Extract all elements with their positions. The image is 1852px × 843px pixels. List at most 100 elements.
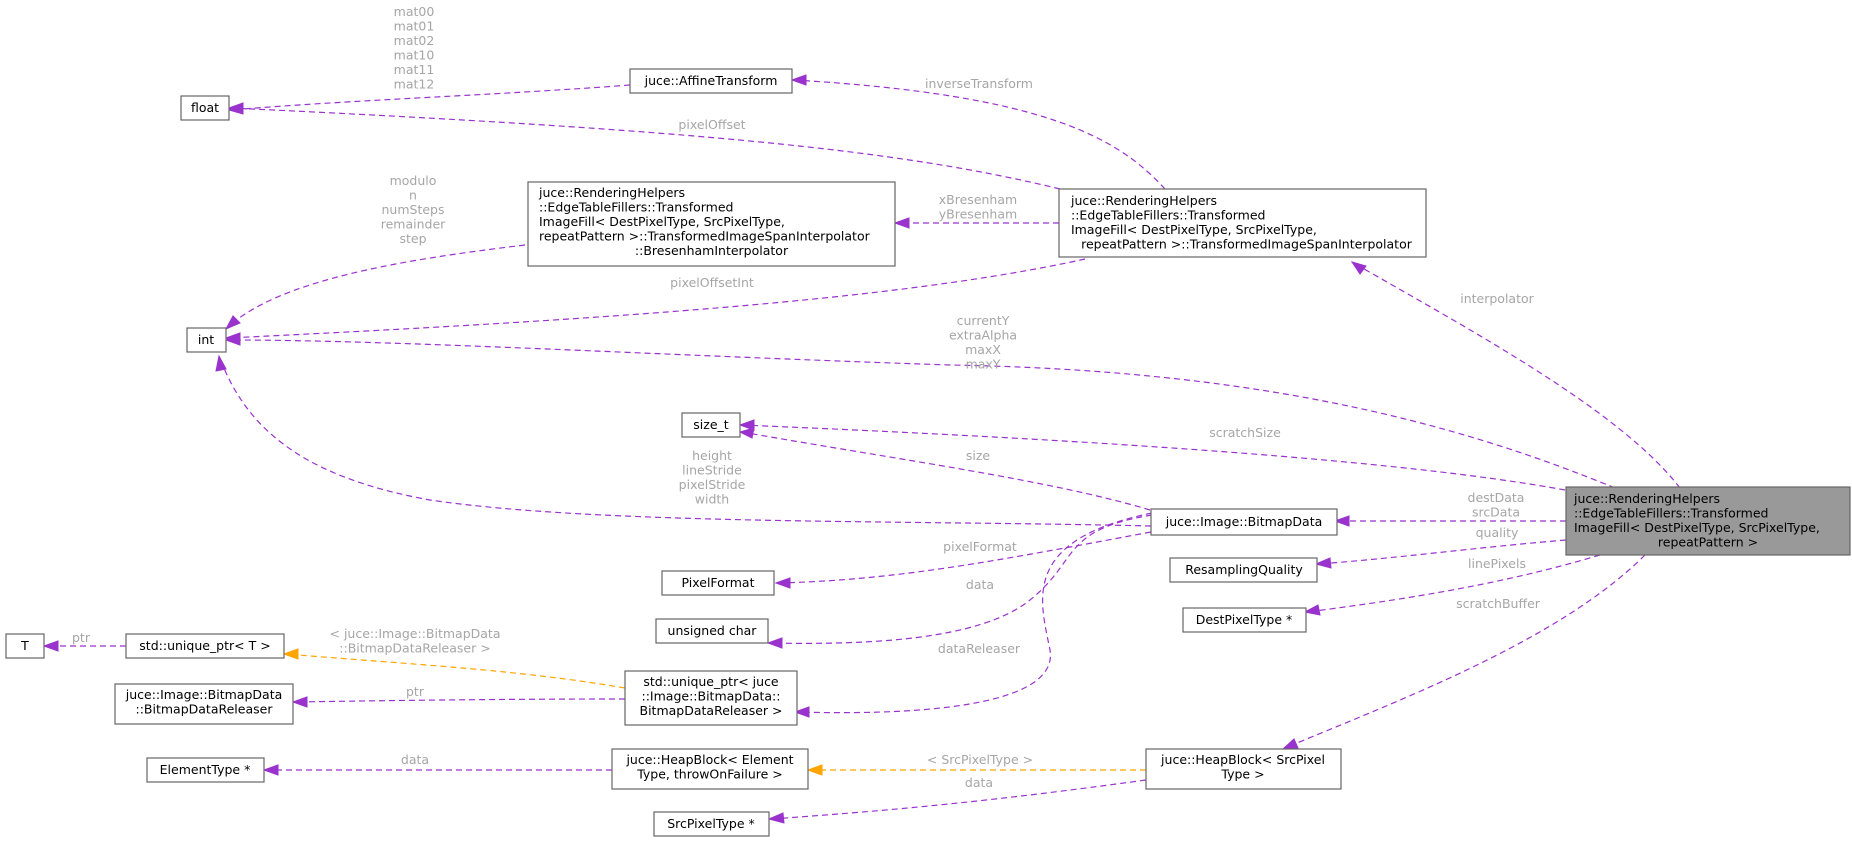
node-transformed-image-span-interpolator[interactable]: juce::RenderingHelpers::EdgeTableFillers… <box>1058 188 1427 258</box>
text-line: dataReleaser <box>938 641 1021 656</box>
text-line: data <box>401 752 429 767</box>
node-bitmap-data-releaser[interactable]: juce::Image::BitmapData::BitmapDataRelea… <box>114 683 294 725</box>
text-line: ptr <box>406 684 425 699</box>
edge-label-inverse: inverseTransform <box>925 76 1033 91</box>
text-line: mat02 <box>394 33 435 48</box>
text-line: ::EdgeTableFillers::Transformed <box>539 200 733 215</box>
edge-label-pixeloffset: pixelOffset <box>678 117 745 132</box>
text-line: < SrcPixelType > <box>927 752 1033 767</box>
node-src-pixel-type-ptr[interactable]: SrcPixelType * <box>653 811 770 837</box>
text-line: BitmapDataReleaser > <box>640 703 783 718</box>
text-line: xBresenham <box>939 192 1017 207</box>
text-line: scratchBuffer <box>1456 596 1541 611</box>
svg-text:juce::HeapBlock< SrcPixelType: juce::HeapBlock< SrcPixelType > <box>1160 752 1325 782</box>
node-affine-transform[interactable]: juce::AffineTransform <box>629 68 793 94</box>
text-line: juce::Image::BitmapData <box>1165 514 1323 529</box>
node-resampling-quality[interactable]: ResamplingQuality <box>1169 557 1318 583</box>
node-unique-ptr-releaser[interactable]: std::unique_ptr< juce::Image::BitmapData… <box>624 670 798 726</box>
text-line: quality <box>1476 525 1519 540</box>
text-line: ::EdgeTableFillers::Transformed <box>1574 506 1768 521</box>
text-line: unsigned char <box>668 623 758 638</box>
edge-pixelformat: pixelFormat <box>774 531 1152 589</box>
text-line: ::BresenhamInterpolator <box>635 243 789 258</box>
edge-label-tmpl-heap: < SrcPixelType > <box>927 752 1033 767</box>
text-line: repeatPattern >::TransformedImageSpanInt… <box>1081 237 1413 252</box>
edge-label-data-elem: data <box>401 752 429 767</box>
svg-text:std::unique_ptr< T >: std::unique_ptr< T > <box>139 638 270 653</box>
edge-label-ptr-T: ptr <box>72 630 91 645</box>
node-unsigned-char[interactable]: unsigned char <box>655 618 769 644</box>
edge-label-size: size <box>966 448 991 463</box>
svg-text:juce::Image::BitmapData::Bitma: juce::Image::BitmapData::BitmapDataRelea… <box>125 687 283 717</box>
text-line: SrcPixelType * <box>667 816 755 831</box>
edge-label-quality: quality <box>1476 525 1519 540</box>
edge-quality: quality <box>1314 525 1567 569</box>
edge-ptr-T: ptr <box>42 630 126 652</box>
node-size-t[interactable]: size_t <box>681 412 741 438</box>
edge-data-src: data <box>767 775 1147 824</box>
edge-data-uchar: data <box>766 514 1153 649</box>
text-line: ResamplingQuality <box>1185 562 1303 577</box>
text-line: destData <box>1468 490 1525 505</box>
node-element-type-ptr[interactable]: ElementType * <box>146 757 265 783</box>
text-line: lineStride <box>682 463 742 478</box>
text-line: DestPixelType * <box>1196 612 1293 627</box>
svg-text:int: int <box>198 332 214 347</box>
edge-datareleaser: dataReleaser <box>793 512 1153 718</box>
text-line: step <box>399 231 426 246</box>
svg-text:juce::AffineTransform: juce::AffineTransform <box>644 73 778 88</box>
text-line: size_t <box>693 417 728 432</box>
svg-text:juce::RenderingHelpers::EdgeTa: juce::RenderingHelpers::EdgeTableFillers… <box>538 185 871 258</box>
text-line: data <box>966 577 994 592</box>
node-int[interactable]: int <box>186 327 227 353</box>
edge-pixeloffset: pixelOffset <box>227 102 1061 190</box>
node-transformed-image-fill[interactable]: juce::RenderingHelpers::EdgeTableFillers… <box>1565 486 1851 556</box>
edge-data-elem: data <box>262 752 612 776</box>
svg-text:size_t: size_t <box>693 417 728 432</box>
svg-text:ResamplingQuality: ResamplingQuality <box>1185 562 1303 577</box>
text-line: PixelFormat <box>682 575 755 590</box>
text-line: T <box>20 638 29 653</box>
node-pixel-format[interactable]: PixelFormat <box>661 570 775 596</box>
node-T[interactable]: T <box>5 633 45 659</box>
svg-text:std::unique_ptr< juce::Image::: std::unique_ptr< juce::Image::BitmapData… <box>640 674 783 718</box>
edge-scratchbuffer: scratchBuffer <box>1281 554 1646 750</box>
node-float[interactable]: float <box>180 95 230 121</box>
edge-tmpl-heap: < SrcPixelType > <box>806 752 1146 776</box>
text-line: juce::AffineTransform <box>644 73 778 88</box>
text-line: ptr <box>72 630 91 645</box>
text-line: height <box>692 448 732 463</box>
edge-ptr-rel: ptr <box>291 684 626 708</box>
text-line: mat01 <box>394 19 435 34</box>
edge-size: size <box>738 427 1151 511</box>
text-line: ::BitmapDataReleaser <box>136 702 274 717</box>
text-line: remainder <box>381 217 446 232</box>
node-dest-pixel-type-ptr[interactable]: DestPixelType * <box>1182 607 1307 633</box>
text-line: juce::RenderingHelpers <box>538 185 685 200</box>
edge-linepixels: linePixels <box>1303 554 1601 616</box>
edge-interpolator: interpolator <box>1350 261 1681 489</box>
text-line: Type > <box>1220 767 1264 782</box>
text-line: float <box>191 100 219 115</box>
edge-tmpl-unique: < juce::Image::BitmapData::BitmapDataRel… <box>282 626 626 689</box>
svg-text:juce::HeapBlock< ElementType,: juce::HeapBlock< ElementType, throwOnFai… <box>625 752 793 782</box>
text-line: pixelOffsetInt <box>670 275 754 290</box>
node-unique-ptr-T[interactable]: std::unique_ptr< T > <box>125 633 285 659</box>
node-bitmap-data[interactable]: juce::Image::BitmapData <box>1150 508 1338 536</box>
svg-text:DestPixelType *: DestPixelType * <box>1196 612 1293 627</box>
edge-label-datareleaser: dataReleaser <box>938 641 1021 656</box>
text-line: modulo <box>390 173 437 188</box>
node-bresenham-interpolator[interactable]: juce::RenderingHelpers::EdgeTableFillers… <box>527 181 896 267</box>
text-line: currentY <box>957 313 1010 328</box>
text-line: numSteps <box>382 202 445 217</box>
